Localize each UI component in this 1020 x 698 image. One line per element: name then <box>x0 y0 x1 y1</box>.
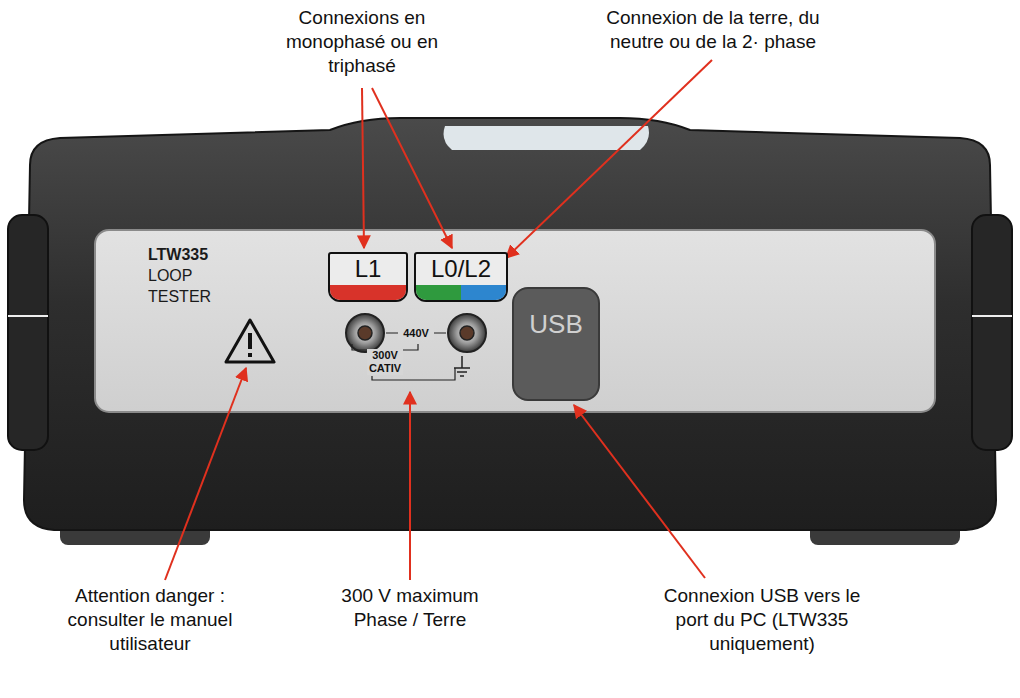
side-bumper <box>972 215 1012 450</box>
warning-symbol <box>226 320 274 362</box>
terminal-plate: L0/L2 <box>414 252 508 302</box>
terminal-name: L0/L2 <box>416 254 506 284</box>
housing <box>24 118 996 530</box>
callout-text: Connexion de la terre, du neutre ou de l… <box>578 6 848 54</box>
voltage-marking: 300V CATIV <box>367 349 403 375</box>
side-bumper <box>8 215 48 450</box>
callout-text: Connexion USB vers le port du PC (LTW335… <box>662 584 862 656</box>
voltage-marking: 440V <box>398 326 434 340</box>
seam <box>8 315 48 317</box>
color-segment <box>461 285 506 300</box>
color-segment <box>330 285 406 300</box>
color-segment <box>416 285 461 300</box>
color-strip <box>330 285 406 300</box>
seam <box>972 315 1012 317</box>
leader-line <box>165 60 712 580</box>
callout-text: Attention danger : consulter le manuel u… <box>40 584 260 656</box>
terminal-plate: L1 <box>328 252 408 302</box>
terminal-name: L1 <box>330 254 406 284</box>
ground-symbol <box>454 356 470 376</box>
socket <box>448 314 486 352</box>
callout-text: Connexions en monophasé ou en triphasé <box>262 6 462 78</box>
front-panel <box>95 230 935 412</box>
callout-text: 300 V maximum Phase / Terre <box>320 584 500 632</box>
model-name: LTW335 <box>148 244 211 265</box>
device-name: LOOP TESTER <box>148 265 211 307</box>
front-panel: LTW335LOOP TESTER L1 L0/L2USB <box>95 230 935 412</box>
port-label: USB <box>529 309 582 339</box>
usb-cover: USB <box>512 287 600 401</box>
panel-text-group: LTW335LOOP TESTER <box>148 244 211 307</box>
color-strip <box>416 285 506 300</box>
top-window <box>444 126 649 150</box>
